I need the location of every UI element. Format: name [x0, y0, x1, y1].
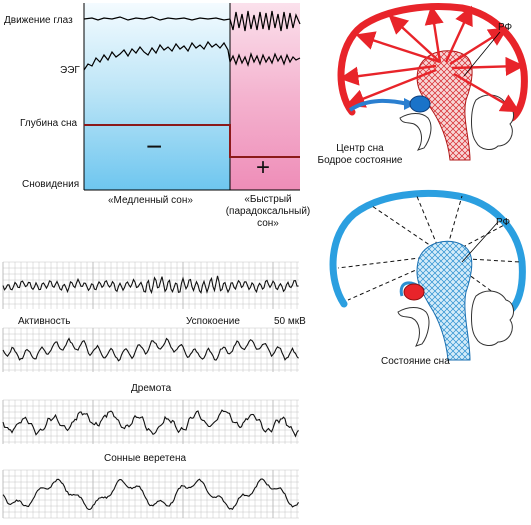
- eeg-label-activity: Активность: [18, 316, 71, 327]
- brain-awake-figure: [337, 3, 528, 161]
- awake-rf-label: РФ: [498, 22, 513, 33]
- row-label-sleep-depth: Глубина сна: [20, 118, 78, 129]
- sleep-center-active: [403, 283, 425, 301]
- slow-sleep-sign: −: [146, 131, 163, 162]
- eye-movement-trace: [83, 10, 301, 32]
- fast-sleep-label: «Быстрый (парадоксальный) сон»: [225, 194, 311, 229]
- sleep-depth-line: [84, 124, 300, 158]
- eeg-strip-calm: [2, 327, 299, 372]
- awake-sleep-center: [409, 95, 431, 113]
- eeg-strip-drowsy: [2, 399, 299, 444]
- eeg-label-drowsy: Дремота: [131, 383, 172, 394]
- eeg-trace: [83, 40, 301, 71]
- sleep-cerebellum: [471, 290, 514, 346]
- sleep-phase-chart: [83, 3, 301, 191]
- sleep-cortex: [329, 189, 526, 316]
- slow-sleep-label: «Медленный сон»: [108, 195, 193, 206]
- eeg-trace: [2, 478, 299, 511]
- sleep-reticular-formation: [416, 240, 473, 361]
- slow-sleep-area: [84, 3, 230, 190]
- eeg-label-scale: 50 мкВ: [274, 316, 306, 327]
- awake-center-label: Центр сна Бодрое состояние: [317, 143, 403, 166]
- row-label-eeg: ЭЭГ: [60, 65, 80, 76]
- eeg-trace: [2, 409, 299, 438]
- eeg-strip-spindles: [2, 469, 299, 519]
- eeg-trace: [2, 337, 299, 362]
- eeg-label-calm: Успокоение: [186, 316, 240, 327]
- awake-reticular-formation: [416, 50, 473, 161]
- eeg-trace: [2, 275, 299, 295]
- row-label-dreams: Сновидения: [22, 179, 80, 190]
- row-label-eye-movement: Движение глаз: [4, 15, 73, 26]
- eeg-strip-activity: [2, 261, 299, 309]
- fast-sleep-area: [230, 3, 300, 190]
- fast-sleep-sign: +: [256, 154, 271, 181]
- sleep-caption: Состояние сна: [381, 356, 450, 367]
- eeg-label-spindles: Сонные веретена: [104, 453, 187, 464]
- eeg-grid: [2, 327, 299, 372]
- eeg-grid: [2, 399, 299, 444]
- eeg-grid: [2, 469, 299, 519]
- sleep-rf-label: РФ: [496, 217, 511, 228]
- awake-activation-arrows: [339, 5, 525, 113]
